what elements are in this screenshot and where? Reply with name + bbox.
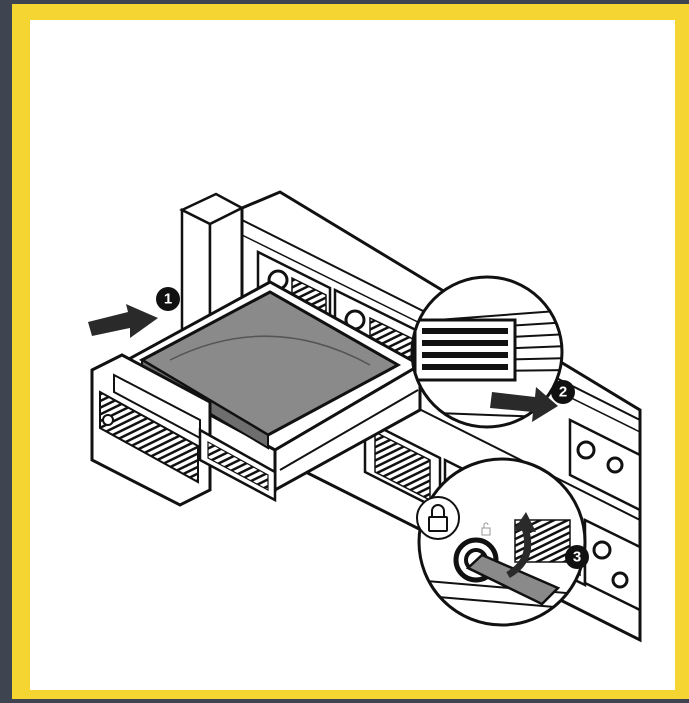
step-badge-1: 1 — [156, 287, 180, 311]
arrow-icon — [88, 304, 158, 338]
svg-text:2: 2 — [559, 384, 567, 401]
illustration-panel: 1 2 — [30, 20, 675, 690]
svg-text:1: 1 — [164, 291, 172, 308]
step-badge-2: 2 — [551, 380, 575, 404]
step-badge-3: 3 — [565, 545, 589, 569]
lock-icon — [417, 497, 459, 539]
hdd-install-diagram: 1 2 — [30, 20, 675, 690]
svg-text:3: 3 — [573, 549, 581, 566]
